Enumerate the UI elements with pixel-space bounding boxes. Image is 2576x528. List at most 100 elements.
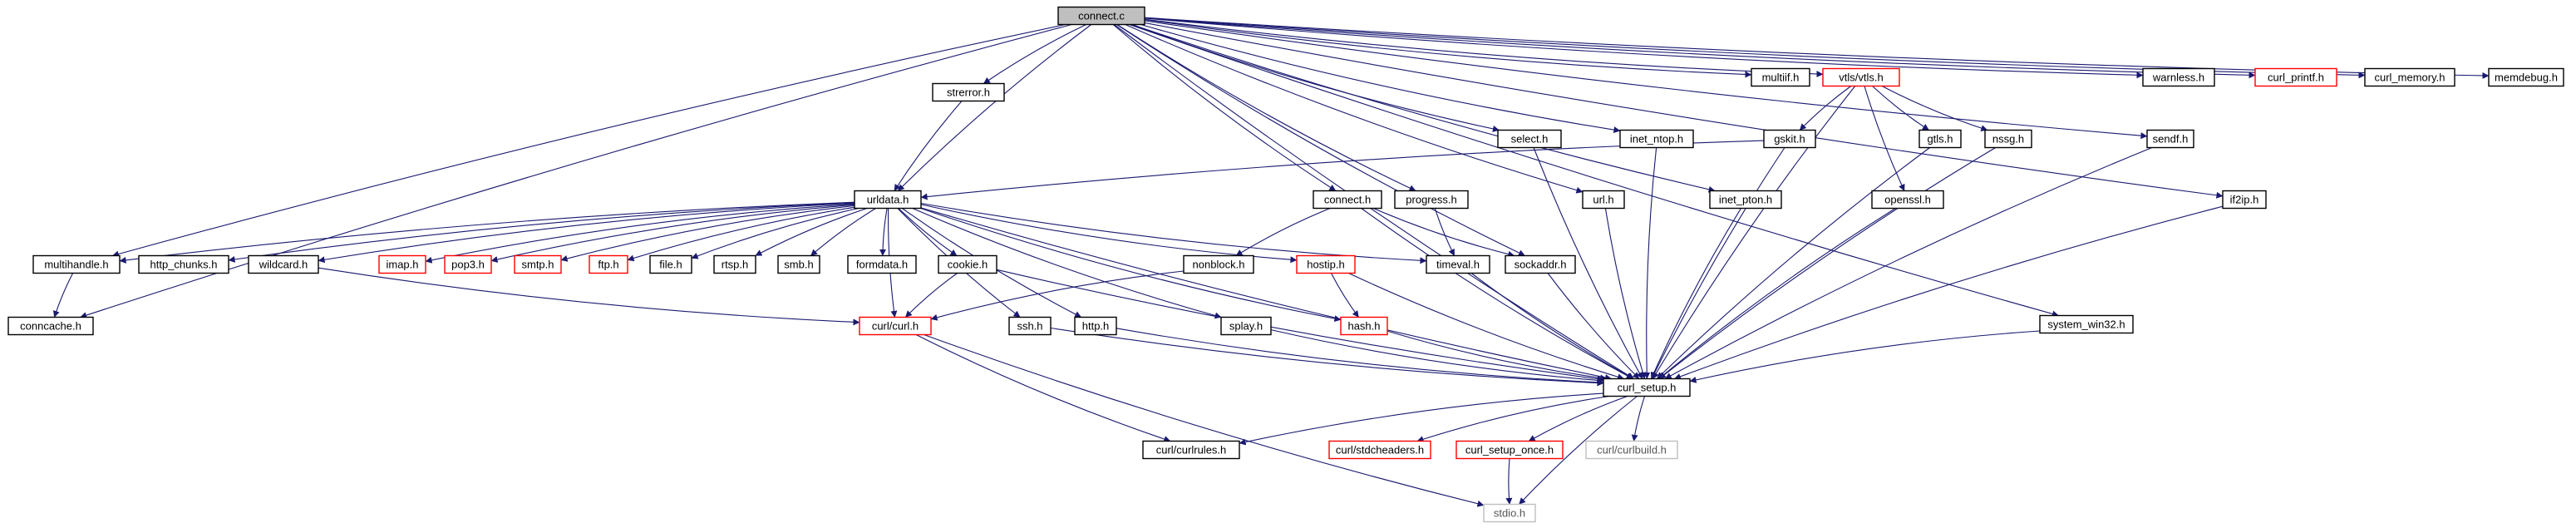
node-urldata-h[interactable]: urldata.h [854, 190, 922, 210]
node-curl-setup-h[interactable]: curl_setup.h [1603, 377, 1691, 397]
edge-urldata-h-to-cookie-h [898, 208, 958, 256]
node-pop3-h[interactable]: pop3.h [444, 254, 492, 274]
node-nonblock-h[interactable]: nonblock.h [1183, 254, 1254, 274]
node-box [854, 190, 922, 210]
node-connect-c[interactable]: connect.c [1057, 6, 1145, 26]
node-box [1582, 190, 1625, 210]
edge-connect-c-to-sockaddr-h [1116, 24, 1525, 256]
node-multiif-h[interactable]: multiif.h [1751, 67, 1810, 87]
node-box [1984, 129, 2032, 149]
node-box [2364, 67, 2455, 87]
node-box [1057, 6, 1145, 26]
edge-connect-c-to-progress-h [1116, 24, 1416, 191]
node-ssh-h[interactable]: ssh.h [1008, 316, 1052, 336]
node-label: curl_setup_once.h [1465, 444, 1554, 456]
node-vtls-h[interactable]: vtls/vtls.h [1822, 67, 1900, 87]
node-label: inet_pton.h [1719, 194, 1772, 206]
node-nssg-h[interactable]: nssg.h [1984, 129, 2032, 149]
edge-urldata-h-to-splay-h [912, 207, 1222, 319]
edge-nssg-h-to-curl-setup-h [1658, 147, 1996, 379]
edge-curl-setup-h-to-curlbuild-h [1631, 396, 1646, 442]
node-box [1918, 129, 1962, 149]
node-label: memdebug.h [2495, 72, 2558, 84]
node-imap-h[interactable]: imap.h [378, 254, 426, 274]
edge-urldata-h-to-imap-h [425, 203, 855, 264]
node-warnless-h[interactable]: warnless.h [2142, 67, 2215, 87]
edge-curl-setup-h-to-stdcheaders-h [1416, 395, 1610, 442]
node-http-h[interactable]: http.h [1074, 316, 1117, 336]
node-strerror-h[interactable]: strerror.h [932, 82, 1005, 102]
edge-system-win32-h-to-curl-setup-h [1689, 330, 2041, 383]
node-label: stdio.h [1494, 507, 1525, 520]
edge-curl-h-to-curlrules-h [915, 334, 1171, 442]
edge-hostip-h-to-curl-setup-h [1348, 273, 1624, 381]
node-rtsp-h[interactable]: rtsp.h [713, 254, 756, 274]
node-label: curl_memory.h [2374, 72, 2445, 84]
node-gtls-h[interactable]: gtls.h [1918, 129, 1962, 149]
node-box [1142, 440, 1240, 460]
node-system-win32-h[interactable]: system_win32.h [2039, 314, 2134, 334]
node-box [1074, 316, 1117, 336]
node-curlbuild-h[interactable]: curl/curlbuild.h [1585, 440, 1678, 460]
edge-urldata-h-to-wildcard-h [318, 202, 855, 264]
node-label: rtsp.h [722, 259, 749, 271]
edge-urldata-h-to-hash-h [920, 207, 1342, 323]
node-box [1313, 190, 1382, 210]
edge-connect-c-to-strerror-h [983, 24, 1086, 84]
node-gskit-h[interactable]: gskit.h [1763, 129, 1816, 149]
edge-vtls-h-to-gtls-h [1872, 86, 1929, 131]
node-progress-h[interactable]: progress.h [1394, 190, 1469, 210]
node-hash-h[interactable]: hash.h [1340, 316, 1388, 336]
edge-hash-h-to-curl-setup-h [1387, 330, 1608, 382]
node-cookie-h[interactable]: cookie.h [938, 254, 997, 274]
node-wildcard-h[interactable]: wildcard.h [248, 254, 319, 274]
node-inet-pton-h[interactable]: inet_pton.h [1709, 190, 1782, 210]
node-connect-h[interactable]: connect.h [1313, 190, 1382, 210]
node-stdcheaders-h[interactable]: curl/stdcheaders.h [1328, 440, 1431, 460]
node-openssl-h[interactable]: openssl.h [1871, 190, 1944, 210]
node-stdio-h[interactable]: stdio.h [1483, 503, 1536, 523]
node-box [1426, 254, 1490, 274]
node-if2ip-h[interactable]: if2ip.h [2222, 190, 2267, 210]
nodes: connect.c strerror.h connect.h progress.h se… [7, 6, 2564, 523]
node-conncache-h[interactable]: conncache.h [7, 316, 94, 336]
edge-inet-pton-h-to-curl-setup-h [1650, 208, 1741, 379]
node-box [2146, 129, 2194, 149]
node-box [649, 254, 692, 274]
node-label: multihandle.h [44, 259, 108, 271]
node-multihandle-h[interactable]: multihandle.h [32, 254, 121, 274]
node-label: smtp.h [521, 259, 554, 271]
node-box [1483, 503, 1536, 523]
node-file-h[interactable]: file.h [649, 254, 692, 274]
node-select-h[interactable]: select.h [1497, 129, 1562, 149]
edge-connect-c-to-inet-pton-h [1131, 23, 1716, 193]
node-curl-memory-h[interactable]: curl_memory.h [2364, 67, 2455, 87]
node-smtp-h[interactable]: smtp.h [514, 254, 562, 274]
node-box [847, 254, 917, 274]
node-box [1394, 190, 1469, 210]
edge-timeval-h-to-curl-setup-h [1470, 273, 1634, 379]
node-splay-h[interactable]: splay.h [1220, 316, 1272, 336]
node-formdata-h[interactable]: formdata.h [847, 254, 917, 274]
node-smb-h[interactable]: smb.h [777, 254, 820, 274]
node-curlrules-h[interactable]: curl/curlrules.h [1142, 440, 1240, 460]
node-curl-printf-h[interactable]: curl_printf.h [2254, 67, 2337, 87]
edge-gtls-h-to-curl-setup-h [1657, 147, 1930, 379]
node-http-chunks-h[interactable]: http_chunks.h [138, 254, 229, 274]
node-url-h[interactable]: url.h [1582, 190, 1625, 210]
node-sendf-h[interactable]: sendf.h [2146, 129, 2194, 149]
node-box [1603, 377, 1691, 397]
node-sockaddr-h[interactable]: sockaddr.h [1505, 254, 1576, 274]
node-label: curl_setup.h [1618, 382, 1677, 394]
node-curl-setup-once-h[interactable]: curl_setup_once.h [1455, 440, 1564, 460]
edge-connect-c-to-multiif-h [1144, 19, 1752, 78]
node-inet-ntop-h[interactable]: inet_ntop.h [1619, 129, 1694, 149]
node-hostip-h[interactable]: hostip.h [1296, 254, 1356, 274]
node-box [2039, 314, 2134, 334]
node-box [1497, 129, 1562, 149]
node-ftp-h[interactable]: ftp.h [589, 254, 628, 274]
node-memdebug-h[interactable]: memdebug.h [2488, 67, 2564, 87]
node-timeval-h[interactable]: timeval.h [1426, 254, 1490, 274]
node-label: sendf.h [2153, 133, 2189, 146]
node-curl-h[interactable]: curl/curl.h [859, 316, 932, 336]
